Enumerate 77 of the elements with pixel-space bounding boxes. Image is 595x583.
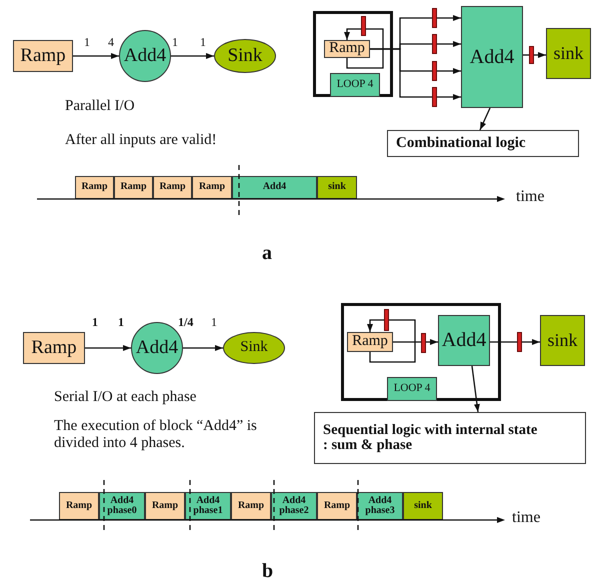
sink-ellipse: Sink <box>223 332 285 364</box>
enclosing-frame <box>341 303 501 401</box>
timeline-segment: Ramp <box>153 176 192 199</box>
port-rate: 1 <box>200 36 206 50</box>
arrow <box>437 41 461 47</box>
panel-label: b <box>262 560 274 582</box>
caption-text: The execution of block “Add4” is divided into 4 phases. <box>54 418 258 451</box>
note-box: Sequential logic with internal state : sum & phase <box>314 412 586 464</box>
register-bar <box>421 333 426 353</box>
timeline-segment: Ramp <box>114 176 153 199</box>
timeline-segment: Add4 phase0 <box>99 492 145 520</box>
function-block: Add4 <box>461 6 523 108</box>
timeline-segment: Add4 phase3 <box>357 492 403 520</box>
port-rate: 4 <box>108 36 114 50</box>
process-block: Ramp <box>347 332 393 352</box>
timeline-segment: Add4 phase2 <box>271 492 317 520</box>
timeline-segment: Ramp <box>231 492 271 520</box>
arrow <box>183 345 223 351</box>
register-bar <box>361 16 366 36</box>
caption-text: Parallel I/O <box>65 98 135 114</box>
arrow <box>479 108 491 130</box>
arrow <box>471 366 480 412</box>
register-bar <box>432 8 437 28</box>
loop-tag: LOOP 4 <box>387 377 437 401</box>
caption-text: Serial I/O at each phase <box>54 389 196 406</box>
axis-label: time <box>512 509 540 527</box>
port-rate: 1 <box>172 36 178 50</box>
process-block: Ramp <box>324 40 370 58</box>
timeline-segment: Ramp <box>192 176 232 199</box>
register-bar <box>517 332 522 352</box>
timeline-segment: Add4 <box>232 176 317 199</box>
enclosing-frame <box>313 11 393 97</box>
register-bar <box>432 61 437 81</box>
process-block: Ramp <box>23 332 85 364</box>
port-rate: 1 <box>118 316 124 330</box>
sink-ellipse: Sink <box>214 39 276 73</box>
sink-block: sink <box>540 315 585 366</box>
connector-line <box>346 28 384 69</box>
register-bar <box>529 46 534 64</box>
timeline-segment: Ramp <box>145 492 185 520</box>
arrow <box>426 339 438 345</box>
arrow <box>85 345 131 351</box>
port-rate: 1 <box>92 316 98 330</box>
process-block: Ramp <box>13 40 73 72</box>
timeline-segment: Ramp <box>75 176 114 199</box>
timeline-segment: sink <box>403 492 443 520</box>
connector-line <box>370 48 432 98</box>
register-bar <box>384 309 389 331</box>
arrow <box>344 28 361 40</box>
arrow <box>534 52 546 58</box>
connector-line <box>490 341 517 343</box>
note-box: Combinational logic <box>387 130 579 157</box>
timeline-segment: Ramp <box>59 492 99 520</box>
timeline-segment: Add4 phase1 <box>185 492 231 520</box>
arrow <box>522 339 540 345</box>
connector-line <box>523 54 529 56</box>
arrow <box>171 53 214 59</box>
function-block: Add4 <box>438 315 490 366</box>
caption-text: After all inputs are valid! <box>65 132 217 148</box>
arrow <box>437 94 461 100</box>
register-bar <box>432 34 437 54</box>
panel-label: a <box>262 242 272 264</box>
connector-line <box>393 341 421 343</box>
sink-block: sink <box>546 28 591 79</box>
arrow <box>367 319 384 332</box>
process-circle: Add4 <box>119 30 171 82</box>
timeline-segment: Ramp <box>317 492 357 520</box>
arrow <box>73 53 119 59</box>
timeline-segment: sink <box>317 176 357 199</box>
connector-line <box>369 319 416 363</box>
arrow <box>437 68 461 74</box>
axis-label: time <box>516 188 544 206</box>
port-rate: 1 <box>211 316 217 330</box>
port-rate: 1 <box>84 36 90 50</box>
arrow <box>437 15 461 21</box>
register-bar <box>432 87 437 107</box>
loop-tag: LOOP 4 <box>330 73 380 97</box>
